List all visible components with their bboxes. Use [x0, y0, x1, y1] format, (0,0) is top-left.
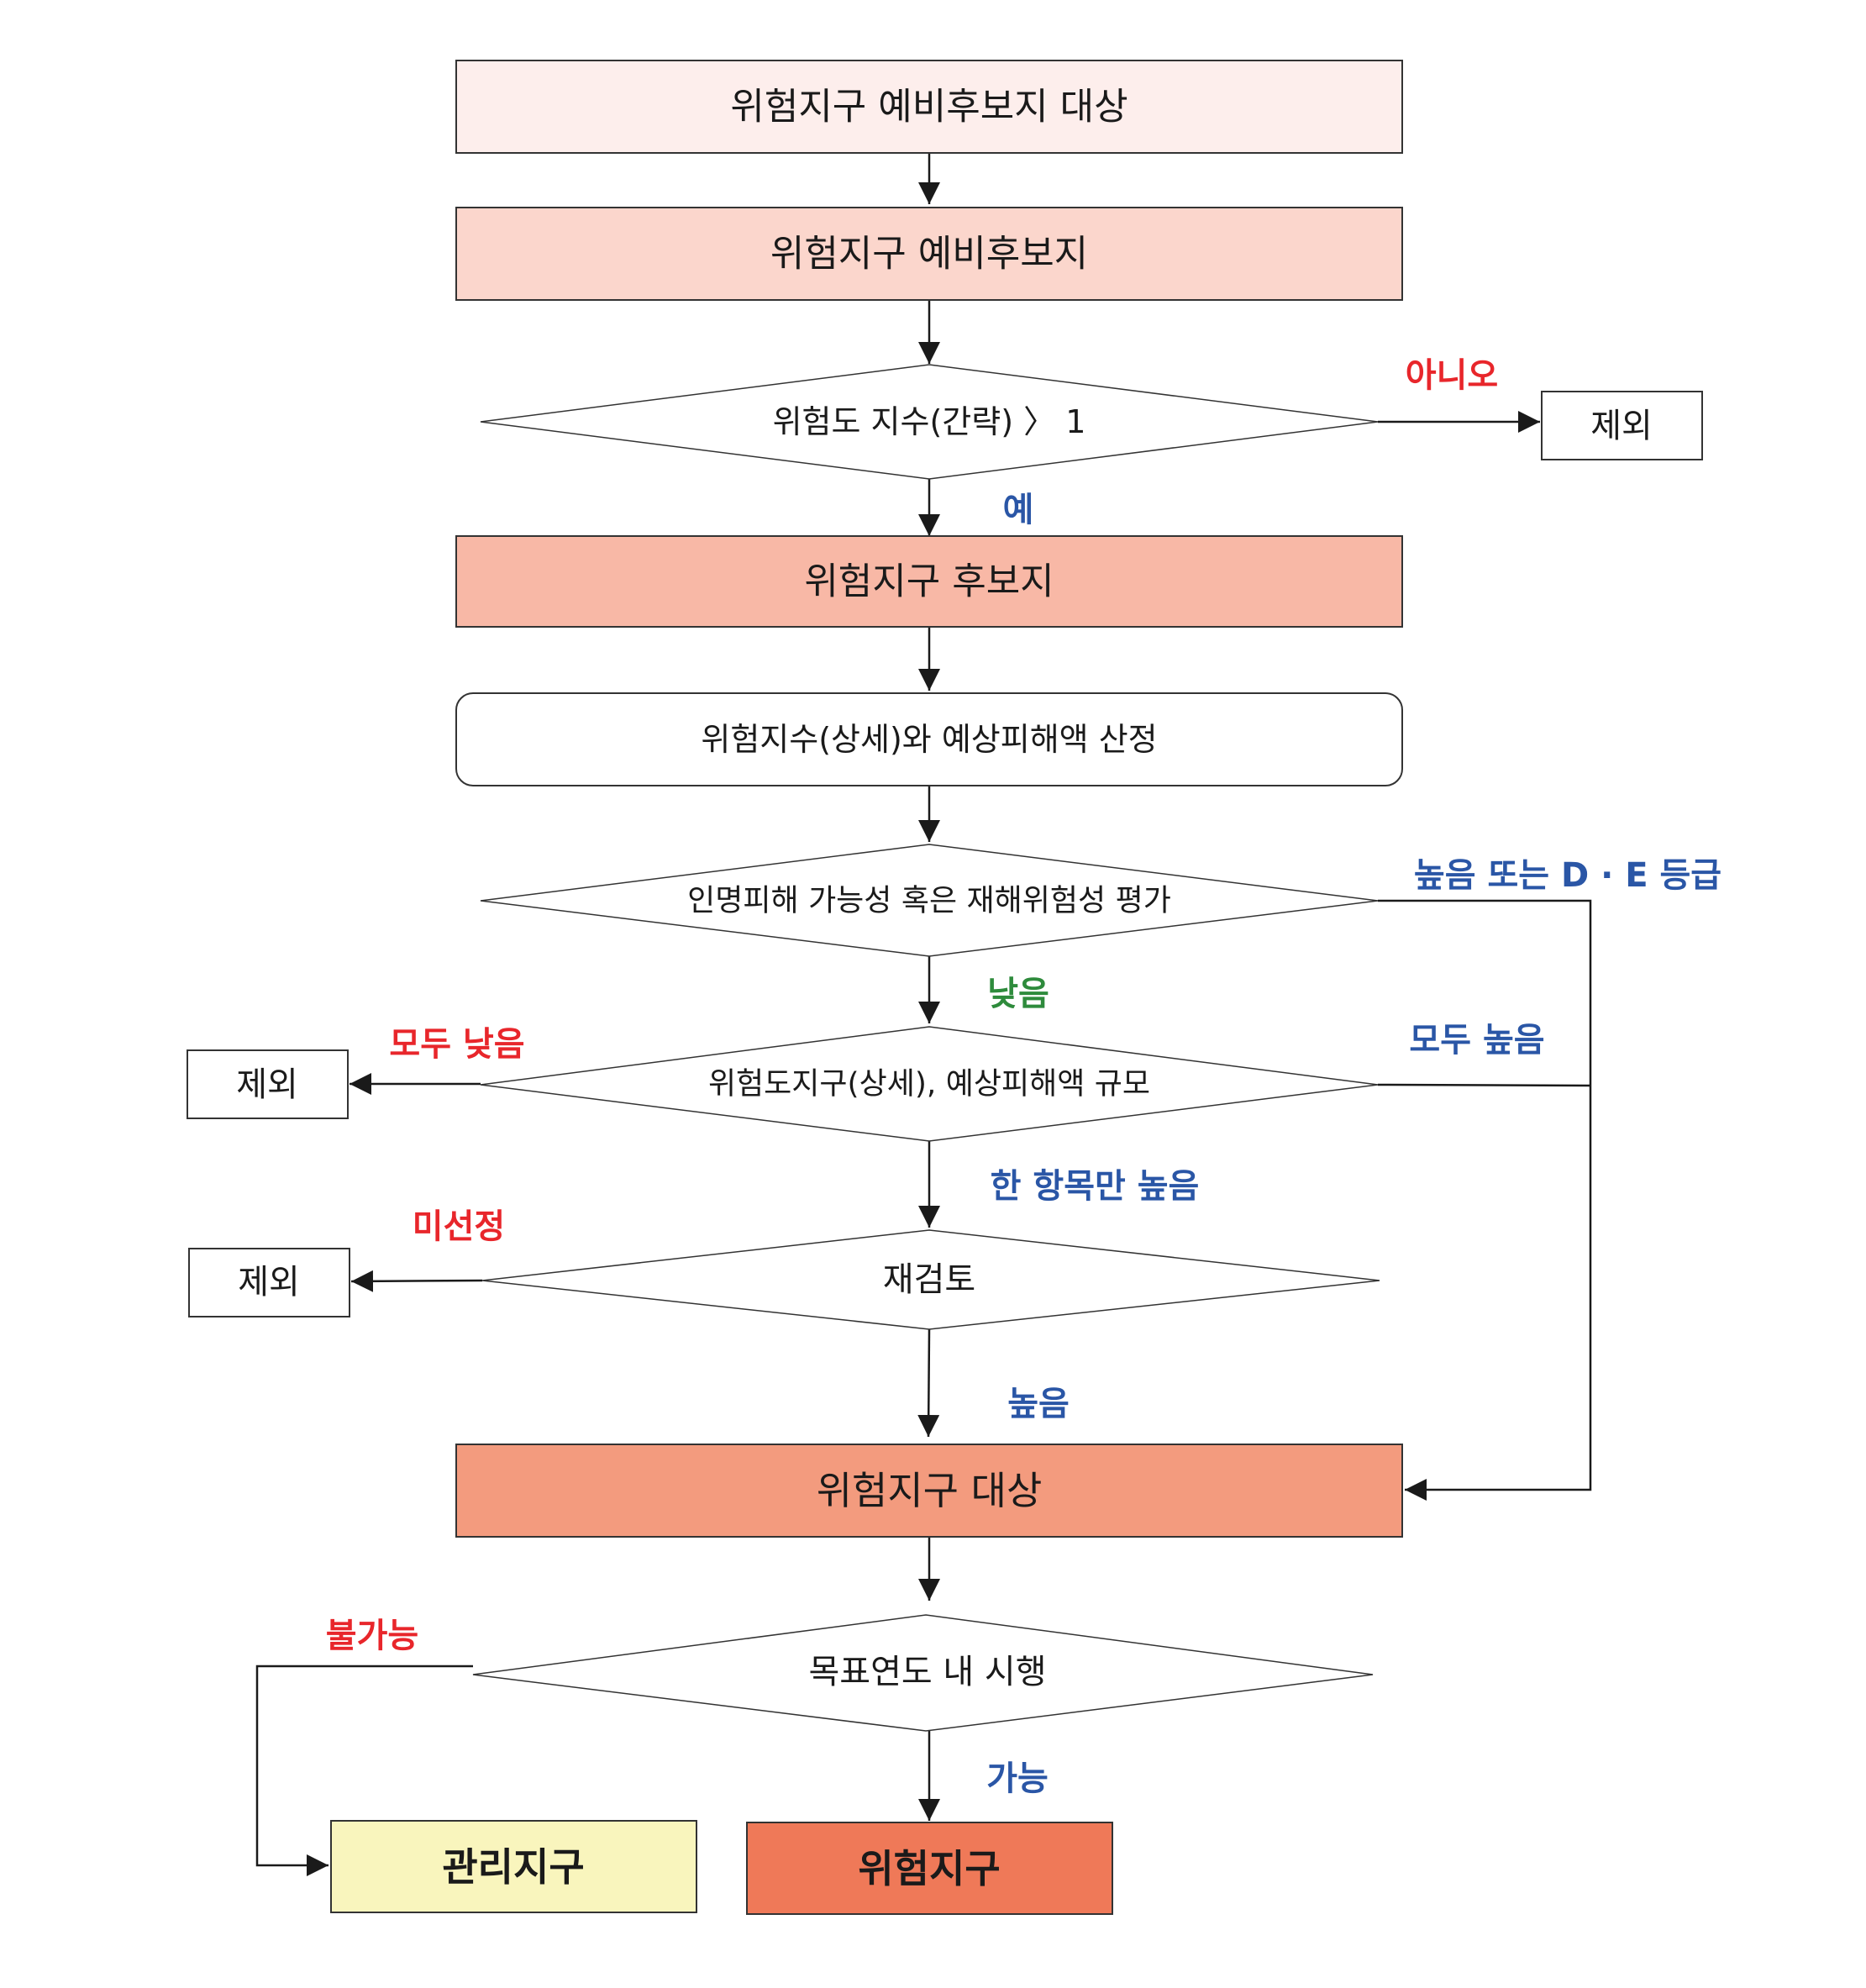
node-pre-candidate: [455, 207, 1403, 301]
node-target: [455, 1444, 1403, 1538]
node-risk-zone: [746, 1822, 1113, 1915]
edge-label-no: 아니오: [1406, 356, 1498, 395]
node-decision-scale: [480, 1026, 1379, 1142]
node-labels: 위험지구 예비후보지 대상 위험지구 예비후보지 위험도 지수(간략) 〉 1 …: [236, 86, 1653, 1892]
label-exclude-3: 제외: [238, 1263, 300, 1302]
node-candidate: [455, 535, 1403, 628]
edge-review-high: [917, 1328, 940, 1438]
edge-label-possible: 가능: [986, 1759, 1049, 1798]
label-decision-casualty: 인명피해 가능성 혹은 재해위험성 평가: [687, 884, 1171, 918]
edge-label-all-low: 모두 낮음: [389, 1025, 524, 1064]
edge-label-impossible: 불가능: [326, 1617, 418, 1655]
edge-decision2-high-de: [1378, 899, 1592, 1501]
node-managed-zone: [330, 1820, 697, 1913]
node-exclude-3: [188, 1248, 350, 1317]
connectors: [255, 153, 1592, 1876]
label-exclude-1: 제외: [1590, 407, 1653, 445]
node-exclude-2: [187, 1049, 349, 1119]
label-candidate: 위험지구 후보지: [804, 560, 1054, 603]
edge-label-yes: 예: [1003, 491, 1034, 529]
node-decision-casualty: [480, 844, 1379, 957]
label-decision-scale: 위험도지구(상세), 예상피해액 규모: [708, 1067, 1150, 1102]
edge-label-low: 낮음: [987, 975, 1049, 1013]
label-decision-risk-index: 위험도 지수(간략) 〉 1: [773, 403, 1086, 440]
label-pre-candidate: 위험지구 예비후보지: [770, 233, 1088, 276]
edge-decision4-impossible: [255, 1665, 473, 1876]
edge-labels: 아니오 예 높음 또는 D · E 등급 낮음 모두 낮음 모두 높음 한 항목…: [326, 356, 1721, 1798]
edge-label-high: 높음: [1007, 1385, 1070, 1423]
edge-label-high-or-de: 높음 또는 D · E 등급: [1414, 856, 1721, 895]
label-exclude-2: 제외: [236, 1065, 298, 1104]
label-pre-candidate-target: 위험지구 예비후보지 대상: [730, 86, 1127, 129]
node-calc-index-damage: [455, 692, 1403, 786]
node-decision-risk-index: [480, 364, 1379, 480]
label-target: 위험지구 대상: [817, 1468, 1043, 1513]
label-managed-zone: 관리지구: [442, 1844, 584, 1890]
edge-label-one-high: 한 항목만 높음: [991, 1167, 1200, 1206]
label-decision-target-year: 목표연도 내 시행: [808, 1653, 1046, 1691]
node-decision-target-year: [472, 1614, 1374, 1732]
label-risk-zone: 위험지구: [858, 1846, 1000, 1891]
node-pre-candidate-target: [455, 60, 1403, 154]
node-exclude-1: [1541, 391, 1703, 460]
node-decision-review: [481, 1229, 1380, 1330]
label-calc-index-damage: 위험지수(상세)와 예상피해액 산정: [701, 721, 1157, 758]
edge-label-not-selected: 미선정: [413, 1207, 505, 1246]
edge-label-all-high: 모두 높음: [1409, 1021, 1544, 1060]
label-decision-review: 재검토: [883, 1260, 975, 1299]
edge-decision3-all-high: [1377, 1083, 1591, 1087]
nodes: [187, 60, 1703, 1915]
